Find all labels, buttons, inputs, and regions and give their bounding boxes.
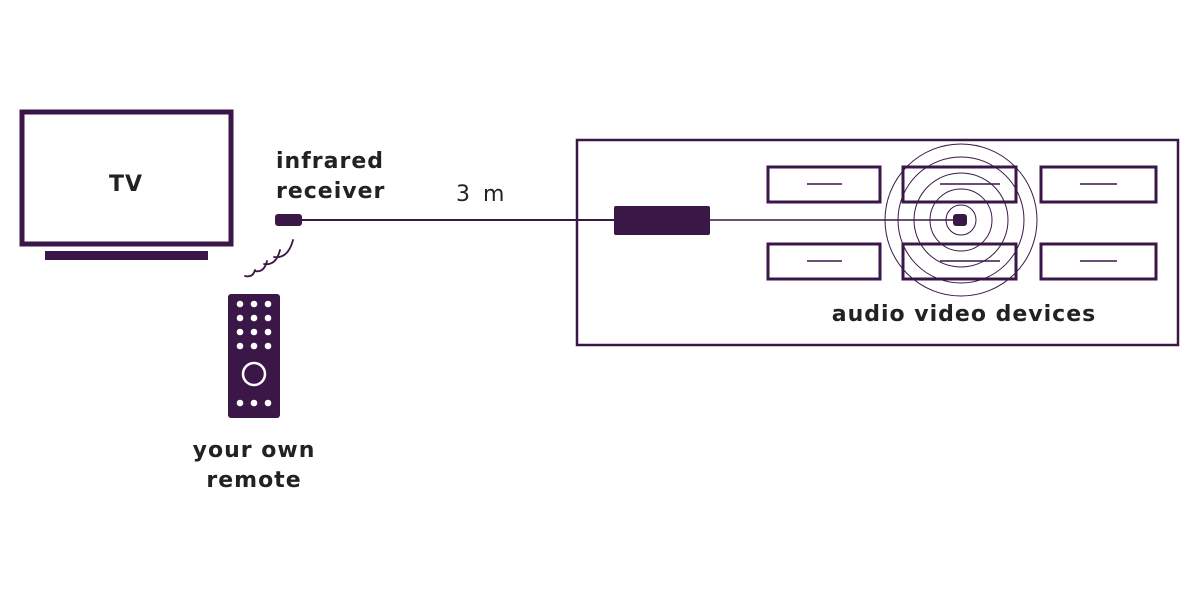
devices-label: audio video devices [832, 302, 1097, 327]
infrared-receiver [275, 214, 302, 226]
av-device-slots [807, 183, 1117, 262]
remote-label-line2: remote [206, 468, 301, 493]
remote-control [228, 294, 280, 418]
tv: TV [19, 109, 234, 260]
av-device-1 [766, 165, 882, 204]
tv-screen [19, 109, 234, 247]
av-device-6 [1039, 242, 1158, 281]
remote-label-line1: your own [193, 438, 316, 463]
av-device-3 [1039, 165, 1158, 204]
av-devices [766, 165, 1158, 281]
ir-emitter-box [614, 206, 710, 235]
av-device-4 [766, 242, 882, 281]
cabinet-frame [575, 138, 1180, 347]
av-device-5 [901, 242, 1018, 281]
remote-body [228, 294, 280, 418]
tv-label: TV [109, 172, 143, 197]
tv-stand [45, 251, 208, 260]
ir-emission-rings [884, 143, 1038, 297]
infrared-receiver-label-line2: receiver [276, 179, 385, 204]
remote-buttons [236, 300, 272, 407]
ir-signal-waves [244, 239, 294, 278]
infrared-receiver-label-line1: infrared [276, 149, 384, 174]
ir-emitter-eye [953, 214, 967, 226]
remote-dpad [241, 361, 267, 387]
cable-length-label: 3 m [456, 182, 507, 207]
av-device-2 [901, 165, 1018, 204]
av-cabinet: audio video devices [575, 138, 1180, 347]
